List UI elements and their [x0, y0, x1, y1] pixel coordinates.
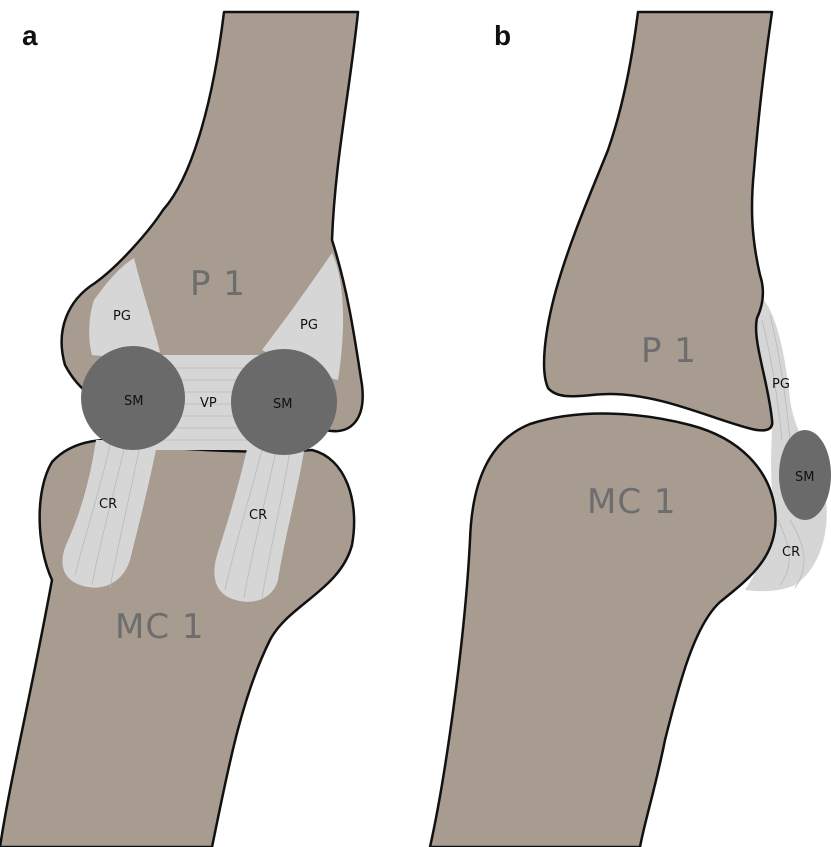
panel-a-sm-right-label: SM: [273, 397, 292, 412]
panel-a-letter: a: [22, 20, 38, 51]
panel-b-mc1-label: MC 1: [587, 482, 677, 522]
panel-b-pg-label: PG: [772, 377, 790, 392]
panel-a: a P 1 MC 1 PG PG SM VP SM CR CR: [0, 12, 363, 847]
panel-a-sm-left-label: SM: [124, 394, 143, 409]
panel-a-cr-left-label: CR: [99, 497, 117, 512]
panel-b-sm-label: SM: [795, 470, 814, 485]
panel-b-cr-label: CR: [782, 545, 800, 560]
panel-a-cr-right-label: CR: [249, 508, 267, 523]
panel-b-p1-label: P 1: [641, 331, 697, 371]
panel-a-vp-label: VP: [200, 396, 217, 411]
panel-b: b P 1 MC 1 PG SM CR: [430, 12, 831, 847]
panel-b-mc1-bone: [430, 414, 776, 847]
panel-a-pg-left-label: PG: [113, 309, 131, 324]
panel-a-mc1-label: MC 1: [115, 607, 205, 647]
panel-a-pg-right-label: PG: [300, 318, 318, 333]
panel-b-letter: b: [494, 20, 511, 51]
panel-a-p1-label: P 1: [190, 264, 246, 304]
